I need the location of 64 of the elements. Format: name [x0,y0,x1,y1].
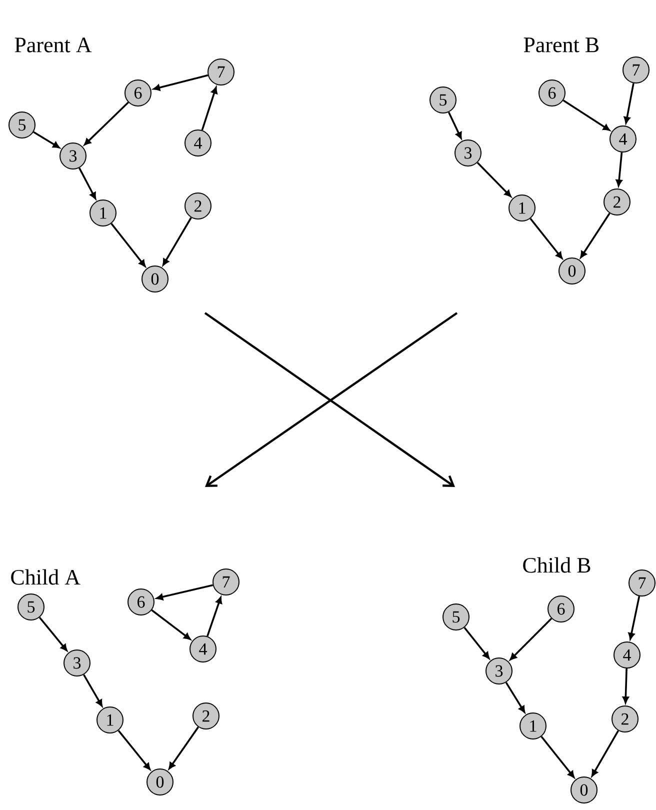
arrow [448,112,462,139]
arrow [540,736,575,778]
arrow [624,83,634,124]
graph-title: Child B [523,557,590,573]
arrow [118,730,150,770]
arrow [505,682,526,713]
graph-node: 5 [18,594,44,620]
arrow [580,212,610,258]
graph-node: 2 [604,188,630,216]
graph-node: 3 [60,142,86,170]
graph-node: 2 [184,192,212,220]
arrow [206,596,222,637]
graph-node: 0 [142,266,168,292]
graph-node: 1 [520,712,546,740]
arrow [591,730,620,776]
arrow [78,168,96,200]
graph-node: 4 [614,642,640,668]
graph-title: Parent A [14,38,92,52]
graph-node: 6 [538,80,566,106]
arrow [464,627,490,659]
arrow [82,674,103,706]
graph-node: 5 [430,86,456,114]
graph-node: 5 [442,604,470,630]
arrow [510,618,552,660]
arrow [110,223,146,267]
arrow [168,726,200,770]
arrow [38,616,68,652]
graph-title: Parent B [524,38,599,52]
graph-node: 4 [184,130,212,156]
graph-node: 1 [96,706,124,734]
graph-node: 7 [208,58,234,86]
arrow [628,596,640,640]
arrow [156,584,214,600]
graph-node: 6 [128,588,154,616]
graph-title: Child A [11,569,80,585]
graph-node: 0 [570,776,598,804]
graph-node: 7 [622,56,650,84]
graph-node: 3 [454,140,482,166]
arrow [616,152,623,186]
graph-node: 6 [124,80,152,106]
graph-node: 2 [612,706,638,732]
graph-node: 4 [190,636,216,662]
arrow [622,668,629,704]
graph-node: 0 [146,768,174,796]
graph-node: 1 [90,200,116,226]
arrow [33,131,60,148]
arrow [201,86,218,130]
arrow [151,609,191,640]
graph-node: 0 [558,258,586,284]
graph-node: 6 [548,596,574,622]
arrow [84,102,129,146]
graph-node: 4 [610,126,636,152]
graph-node: 2 [192,702,220,730]
arrow [162,217,192,266]
graph-node: 1 [508,194,536,222]
arrow [153,74,208,91]
graph-node: 7 [628,570,656,596]
arrow [476,162,512,197]
graph-node: 3 [486,658,512,684]
graph-node: 3 [64,650,90,676]
graph-node: 7 [212,568,240,596]
graph-node: 5 [8,112,36,138]
arrow [562,100,610,131]
arrow [530,218,563,259]
